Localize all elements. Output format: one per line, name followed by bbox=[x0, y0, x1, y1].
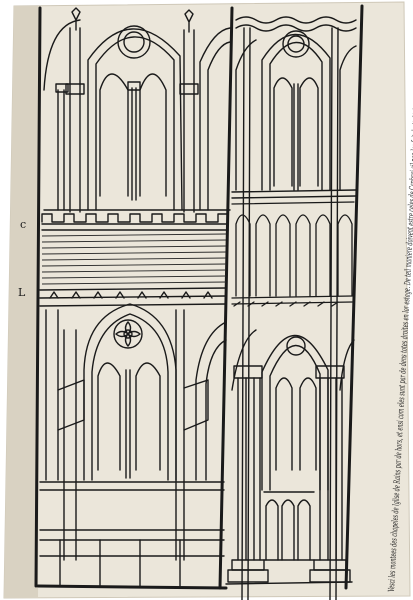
right-triforium bbox=[231, 201, 355, 307]
margin-mark-c: c bbox=[20, 218, 26, 231]
crenellated-parapet bbox=[41, 213, 229, 231]
margin-mark-l: L bbox=[18, 286, 26, 299]
left-margin-shadow bbox=[4, 6, 40, 598]
parchment-background bbox=[3, 1, 411, 599]
left-lower-elevation bbox=[39, 303, 227, 587]
left-upper-elevation bbox=[43, 7, 231, 213]
frame-rules bbox=[34, 4, 364, 590]
right-clerestory bbox=[231, 16, 357, 600]
right-arcade bbox=[225, 329, 355, 585]
roof-hatching bbox=[41, 233, 227, 285]
